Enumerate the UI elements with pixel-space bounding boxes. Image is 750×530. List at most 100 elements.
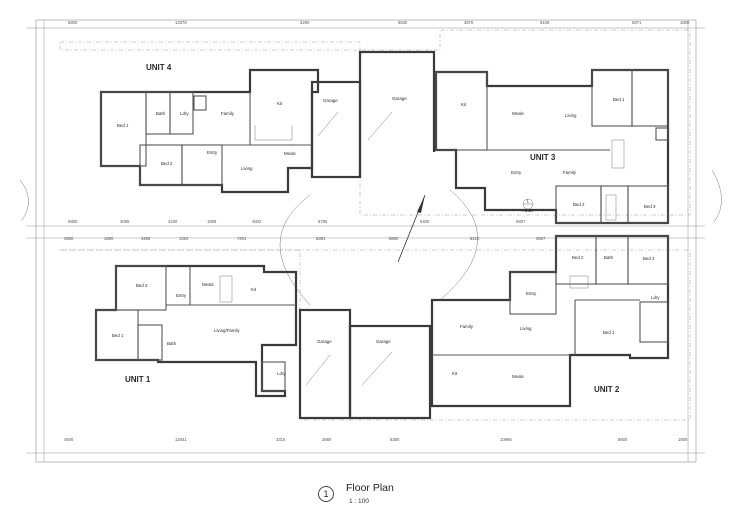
section-marker-ref: A213 <box>523 208 534 213</box>
north-arrow-head <box>417 195 425 213</box>
unit-2-label: UNIT 2 <box>594 385 620 394</box>
sheet-frame <box>35 19 697 463</box>
u3-bed3-label: Bed 3 <box>644 204 656 209</box>
u3-garage-label: Garage <box>392 96 407 101</box>
dimension-label: 4802 <box>252 219 262 224</box>
dimension-label: 5871 <box>632 20 642 25</box>
u4-meals-label: Meals <box>284 151 297 156</box>
u2-entry-label: Entry <box>526 291 537 296</box>
dimension-label: 3507 <box>536 236 546 241</box>
u2-bath-label: Bath <box>604 255 614 260</box>
u2-bed1-label: Bed 1 <box>603 330 615 335</box>
dimension-label: 3315 <box>276 437 286 442</box>
unit-4 <box>99 68 320 194</box>
dimension-label: 6380 <box>390 437 400 442</box>
dimension-label: 3570 <box>464 20 474 25</box>
u3-meals-label: Meals <box>512 111 525 116</box>
garages-top <box>310 50 436 179</box>
u1-kit-label: Kit <box>251 287 257 292</box>
u1-ldry-label: Ldry <box>277 371 286 376</box>
driveway-curve-left <box>279 194 311 306</box>
dimension-label: 6630 <box>398 20 408 25</box>
dimension-label: 8106 <box>540 20 550 25</box>
dimension-label: 4500 <box>64 437 74 442</box>
driveway-curve-right <box>439 189 478 301</box>
dimension-label: 8800 <box>618 437 628 442</box>
dimension-label: 5800 <box>68 20 78 25</box>
title-number: 1 <box>318 486 334 502</box>
dimension-label: 1800 <box>680 20 690 25</box>
u2-ldry-label: Ldry <box>651 295 660 300</box>
dimension-label: 13376 <box>175 20 187 25</box>
dimension-label: 1320 <box>179 236 189 241</box>
dimension-label: 4500 <box>64 236 74 241</box>
u1-entry-label: Entry <box>176 293 187 298</box>
u4-bath-label: Bath <box>156 111 166 116</box>
dimension-label: 1800 <box>678 437 688 442</box>
u3-living-label: Living <box>565 113 577 118</box>
u4-bed1-label: Bed 1 <box>117 123 129 128</box>
dimension-row-top: 5800 13376 3290 6630 3570 8106 5871 1800 <box>68 20 690 25</box>
dimension-label: 3290 <box>300 20 310 25</box>
dimension-label: 5400 <box>420 219 430 224</box>
u4-entry-label: Entry <box>207 150 218 155</box>
title-scale: 1 : 100 <box>349 498 369 505</box>
tree-left <box>19 179 29 221</box>
u2-bed2-label: Bed 2 <box>572 255 584 260</box>
dimension-label: 1809 <box>207 219 217 224</box>
dimension-row-bottom: 4500 12841 3315 3880 6380 10986 8800 1800 <box>64 437 688 442</box>
u4-living-label: Living <box>241 166 253 171</box>
u1-garage-label: Garage <box>317 339 332 344</box>
garages-bottom <box>298 308 432 420</box>
u1-bed2-label: Bed 2 <box>136 283 148 288</box>
dimension-label: 4265 <box>141 236 151 241</box>
dimension-label: 5786 <box>318 219 328 224</box>
u2-living-label: Living <box>520 326 532 331</box>
u2-kit-label: Kit <box>452 371 458 376</box>
boundary-lower <box>60 249 691 421</box>
dimension-label: 5800 <box>389 236 399 241</box>
u1-meals-label: Meals <box>202 282 215 287</box>
u3-kit-label: Kit <box>461 102 467 107</box>
u2-bed3-label: Bed 3 <box>643 256 655 261</box>
u3-bed2-label: Bed 2 <box>573 202 585 207</box>
u3-entry-label: Entry <box>511 170 522 175</box>
u4-bed2-label: Bed 2 <box>161 161 173 166</box>
dimension-row-mid-lower: 4500 1600 4265 1320 7201 5361 5800 6210 3507 <box>64 236 546 241</box>
dimension-label: 5361 <box>316 236 326 241</box>
dimension-label: 6210 <box>470 236 480 241</box>
u1-living-label: Living/Family <box>214 328 240 333</box>
section-marker-number: 1 <box>527 199 530 204</box>
unit-3 <box>434 68 670 225</box>
dimension-label: 5807 <box>516 219 526 224</box>
boundary-upper <box>59 29 691 216</box>
u2-family-label: Family <box>460 324 474 329</box>
dimension-label: 12841 <box>175 437 187 442</box>
u1-bed1-label: Bed 1 <box>112 333 124 338</box>
unit-2 <box>430 234 670 408</box>
dimension-label: 10986 <box>500 437 512 442</box>
u3-bed1-label: Bed 1 <box>613 97 625 102</box>
dimension-label: 7201 <box>237 236 247 241</box>
unit-3-label: UNIT 3 <box>530 153 556 162</box>
dimension-label: 1600 <box>104 236 114 241</box>
tree-right <box>711 169 722 223</box>
title-block: 1 Floor Plan 1 : 100 <box>318 480 438 516</box>
dimension-label: 3085 <box>120 219 130 224</box>
u4-ldry-label: Ldry <box>180 111 189 116</box>
dimension-label: 3880 <box>322 437 332 442</box>
u4-family-label: Family <box>221 111 235 116</box>
unit-1 <box>94 264 298 398</box>
u4-kit-label: Kit <box>277 101 283 106</box>
dimension-label: 4230 <box>168 219 178 224</box>
u4-garage-label: Garage <box>323 98 338 103</box>
u2-meals-label: Meals <box>512 374 525 379</box>
unit-1-label: UNIT 1 <box>125 375 151 384</box>
unit-4-label: UNIT 4 <box>146 63 172 72</box>
u3-family-label: Family <box>563 170 577 175</box>
u1-bath-label: Bath <box>167 341 177 346</box>
u2-garage-label: Garage <box>376 339 391 344</box>
title-name: Floor Plan <box>346 482 394 494</box>
